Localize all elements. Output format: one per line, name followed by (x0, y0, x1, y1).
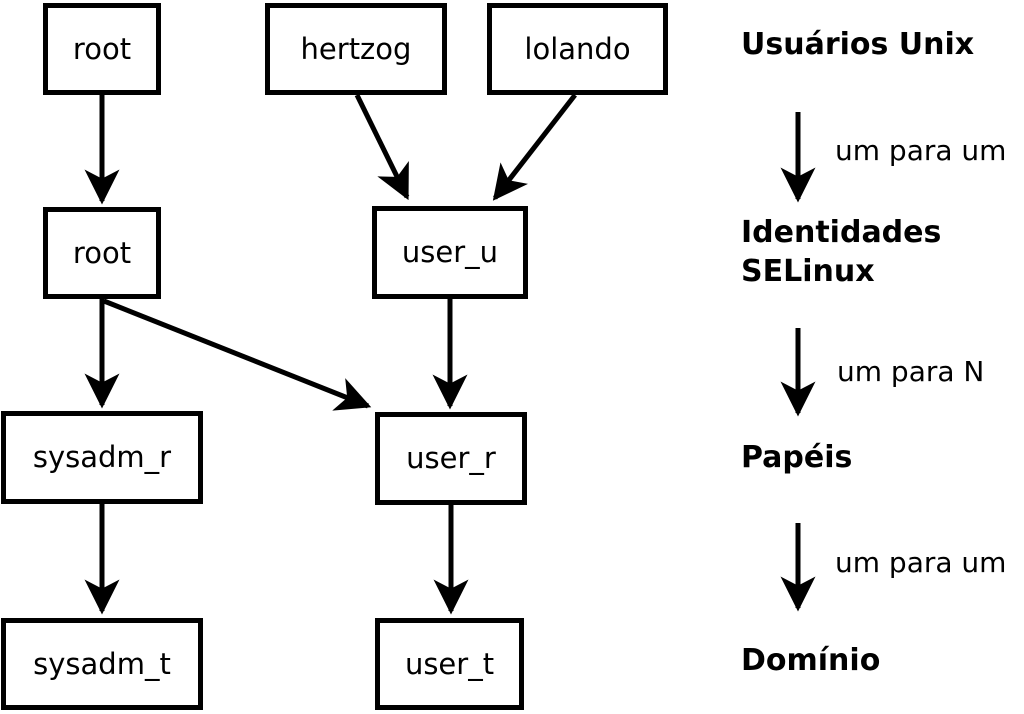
node-root-selinux: root (43, 207, 161, 299)
node-user-r-label: user_r (406, 441, 496, 475)
node-hertzog: hertzog (265, 3, 447, 95)
node-sysadm-t: sysadm_t (1, 618, 203, 710)
node-user-u-label: user_u (401, 235, 499, 269)
node-user-r: user_r (375, 412, 527, 505)
edge-hertzog-to-user-u (354, 93, 410, 201)
node-user-t: user_t (375, 618, 524, 710)
node-lolando: lolando (487, 3, 668, 95)
node-sysadm-r-label: sysadm_r (32, 440, 172, 474)
legend-unix-users: Usuários Unix (741, 27, 975, 62)
node-hertzog-label: hertzog (300, 31, 412, 66)
legend-selinux-identities-line2: SELinux (741, 254, 875, 289)
legend-selinux-identities-line1: Identidades (741, 215, 942, 250)
legend-domain: Domínio (741, 643, 881, 678)
node-sysadm-r: sysadm_r (1, 411, 203, 504)
legend-selinux-identities: Identidades SELinux (741, 213, 941, 291)
node-user-u: user_u (372, 206, 528, 299)
node-root-selinux-label: root (72, 235, 132, 270)
node-root-unix-label: root (72, 31, 132, 66)
legend-one-to-n: um para N (837, 355, 985, 388)
legend-one-to-one-b: um para um (835, 546, 1007, 579)
node-root-unix: root (43, 3, 161, 95)
node-lolando-label: lolando (524, 31, 631, 66)
legend-one-to-one-a: um para um (835, 134, 1007, 167)
edge-lolando-to-user-u (492, 93, 577, 201)
edge-root-selinux-to-user-r (103, 298, 372, 411)
node-user-t-label: user_t (404, 646, 495, 681)
legend-roles: Papéis (741, 440, 853, 475)
node-sysadm-t-label: sysadm_t (33, 646, 171, 681)
